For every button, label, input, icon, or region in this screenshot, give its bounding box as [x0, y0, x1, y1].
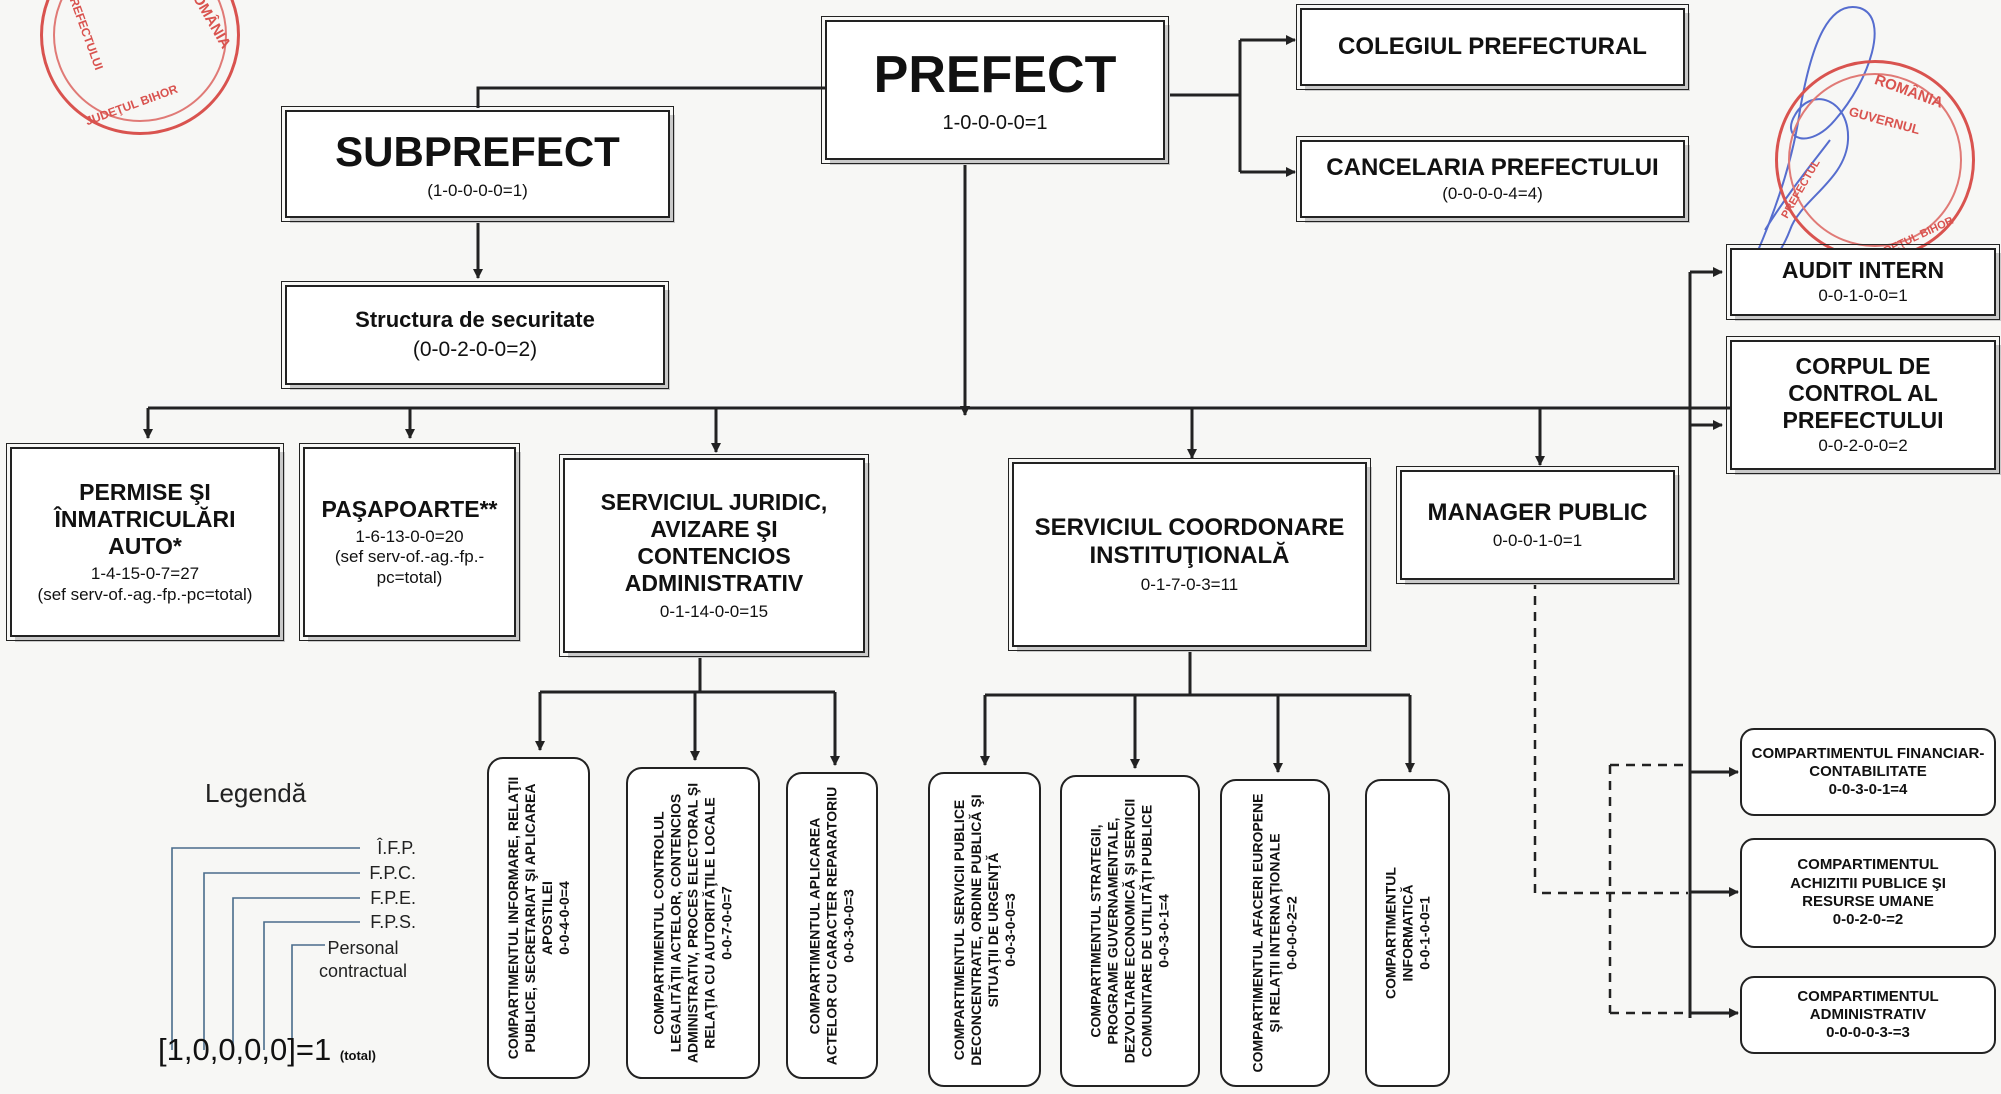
cancelaria-title: CANCELARIA PREFECTULUI: [1326, 153, 1659, 181]
corpul-code: 0-0-2-0-0=2: [1818, 436, 1908, 456]
juridic-title: SERVICIUL JURIDIC, AVIZARE ŞI CONTENCIOS…: [600, 489, 828, 597]
comp-code: 0-0-3-0-0=3: [840, 888, 857, 963]
prefect-title: PREFECT: [873, 46, 1117, 105]
legend-item-ifp: Î.F.P.: [377, 838, 416, 858]
formula-note: (total): [339, 1048, 376, 1063]
comp-text: COMPARTIMENTUL INFORMARE, RELAŢII PUBLIC…: [504, 776, 555, 1060]
juridic-comp-2: COMPARTIMENTUL APLICAREA ACTELOR CU CARA…: [786, 772, 878, 1079]
coordonare-code: 0-1-7-0-3=11: [1140, 574, 1239, 594]
juridic-box: SERVICIUL JURIDIC, AVIZARE ŞI CONTENCIOS…: [559, 454, 869, 657]
comp-code: 0-0-4-0-0=4: [555, 881, 572, 955]
permise-box: PERMISE ŞI ÎNMATRICULĂRI AUTO* 1-4-15-0-…: [6, 443, 284, 641]
comp-code: 0-0-3-0-0=3: [1001, 892, 1018, 967]
comp-text: COMPARTIMENTUL FINANCIAR-CONTABILITATE: [1751, 744, 1985, 780]
colegiul-box: COLEGIUL PREFECTURAL: [1296, 4, 1689, 90]
pasapoarte-note: (sef serv-of.-ag.-fp.-pc=total): [334, 547, 485, 587]
manager-comp-1: COMPARTIMENTUL ACHIZITII PUBLICE ŞI RESU…: [1740, 838, 1996, 948]
right-stamp: ROMÂNIA GUVERNUL JUDEŢUL BIHOR PREFECTUL: [1775, 60, 1975, 263]
legend-item-fps: F.P.S.: [370, 912, 416, 932]
manager-box: MANAGER PUBLIC 0-0-0-1-0=1: [1396, 466, 1679, 584]
prefect-box: PREFECT 1-0-0-0-0=1: [821, 16, 1169, 164]
audit-code: 0-0-1-0-0=1: [1818, 286, 1908, 306]
manager-title: MANAGER PUBLIC: [1427, 498, 1648, 526]
legend-item-fpe: F.P.E.: [370, 888, 416, 908]
securitate-code: (0-0-2-0-0=2): [412, 338, 538, 362]
securitate-box: Structura de securitate (0-0-2-0-0=2): [281, 281, 669, 389]
comp-text: COMPARTIMENTUL APLICAREA ACTELOR CU CARA…: [806, 786, 840, 1065]
subprefect-title: SUBPREFECT: [335, 128, 620, 176]
legend-formula: [1,0,0,0,0]=1 (total): [158, 1032, 376, 1068]
coord-comp-0: COMPARTIMENTUL SERVICII PUBLICE DECONCEN…: [928, 772, 1041, 1087]
audit-box: AUDIT INTERN 0-0-1-0-0=1: [1726, 244, 2000, 320]
coord-comp-2: COMPARTIMENTUL AFACERI EUROPENE ŞI RELAŢ…: [1220, 779, 1330, 1087]
comp-code: 0-0-3-0-1=4: [1155, 894, 1172, 968]
comp-text: COMPARTIMENTUL SERVICII PUBLICE DECONCEN…: [950, 793, 1001, 1066]
comp-text: COMPARTIMENTUL INFORMATICĂ: [1381, 867, 1415, 999]
comp-text: COMPARTIMENTUL ADMINISTRATIV: [1797, 987, 1939, 1023]
formula-text: [1,0,0,0,0]=1: [158, 1032, 332, 1067]
pasapoarte-title: PAŞAPOARTE**: [321, 495, 498, 522]
comp-code: 0-0-2-0-=2: [1832, 911, 1904, 929]
comp-text: COMPARTIMENTUL AFACERI EUROPENE ŞI RELAŢ…: [1249, 793, 1283, 1073]
legend-item-personal: Personal contractual: [318, 938, 408, 982]
comp-code: 0-0-1-0-0=1: [1416, 896, 1433, 970]
comp-code: 0-0-3-0-1=4: [1828, 781, 1908, 799]
comp-code: 0-0-7-0-0=7: [718, 886, 735, 960]
juridic-comp-0: COMPARTIMENTUL INFORMARE, RELAŢII PUBLIC…: [487, 757, 590, 1079]
corpul-box: CORPUL DE CONTROL AL PREFECTULUI 0-0-2-0…: [1726, 336, 2000, 474]
pasapoarte-code: 1-6-13-0-0=20: [355, 526, 464, 546]
juridic-code: 0-1-14-0-0=15: [659, 601, 769, 621]
permise-note: (sef serv-of.-ag.-fp.-pc=total): [37, 584, 253, 604]
legend-title: Legendă: [205, 778, 307, 808]
comp-text: COMPARTIMENTUL STRATEGII, PROGRAME GUVER…: [1087, 798, 1155, 1064]
cancelaria-code: (0-0-0-0-4=4): [1442, 183, 1543, 203]
coord-comp-1: COMPARTIMENTUL STRATEGII, PROGRAME GUVER…: [1060, 775, 1200, 1087]
manager-comp-2: COMPARTIMENTUL ADMINISTRATIV 0-0-0-0-3-=…: [1740, 976, 1996, 1054]
pasapoarte-box: PAŞAPOARTE** 1-6-13-0-0=20 (sef serv-of.…: [299, 443, 520, 641]
coordonare-title: SERVICIUL COORDONARE INSTITUŢIONALĂ: [1034, 513, 1345, 570]
comp-text: COMPARTIMENTUL ACHIZITII PUBLICE ŞI RESU…: [1790, 856, 1946, 910]
permise-title: PERMISE ŞI ÎNMATRICULĂRI AUTO*: [54, 478, 236, 560]
comp-code: 0-0-0-0-2=2: [1283, 896, 1300, 970]
cancelaria-box: CANCELARIA PREFECTULUI (0-0-0-0-4=4): [1296, 136, 1689, 222]
subprefect-code: (1-0-0-0-0=1): [427, 180, 528, 200]
legend-item-fpc: F.P.C.: [369, 863, 416, 883]
manager-code: 0-0-0-1-0=1: [1492, 530, 1583, 550]
subprefect-box: SUBPREFECT (1-0-0-0-0=1): [281, 106, 674, 222]
prefect-code: 1-0-0-0-0=1: [942, 111, 1048, 134]
coordonare-box: SERVICIUL COORDONARE INSTITUŢIONALĂ 0-1-…: [1008, 458, 1371, 651]
juridic-comp-1: COMPARTIMENTUL CONTROLUL LEGALITĂŢII ACT…: [626, 767, 760, 1079]
securitate-title: Structura de securitate: [355, 307, 595, 333]
manager-comp-0: COMPARTIMENTUL FINANCIAR-CONTABILITATE 0…: [1740, 728, 1996, 816]
comp-text: COMPARTIMENTUL CONTROLUL LEGALITĂŢII ACT…: [650, 782, 718, 1064]
corpul-title: CORPUL DE CONTROL AL PREFECTULUI: [1782, 353, 1944, 434]
permise-code: 1-4-15-0-7=27: [90, 564, 200, 584]
audit-title: AUDIT INTERN: [1781, 257, 1945, 284]
comp-code: 0-0-0-0-3-=3: [1826, 1024, 1910, 1042]
colegiul-title: COLEGIUL PREFECTURAL: [1338, 32, 1647, 60]
